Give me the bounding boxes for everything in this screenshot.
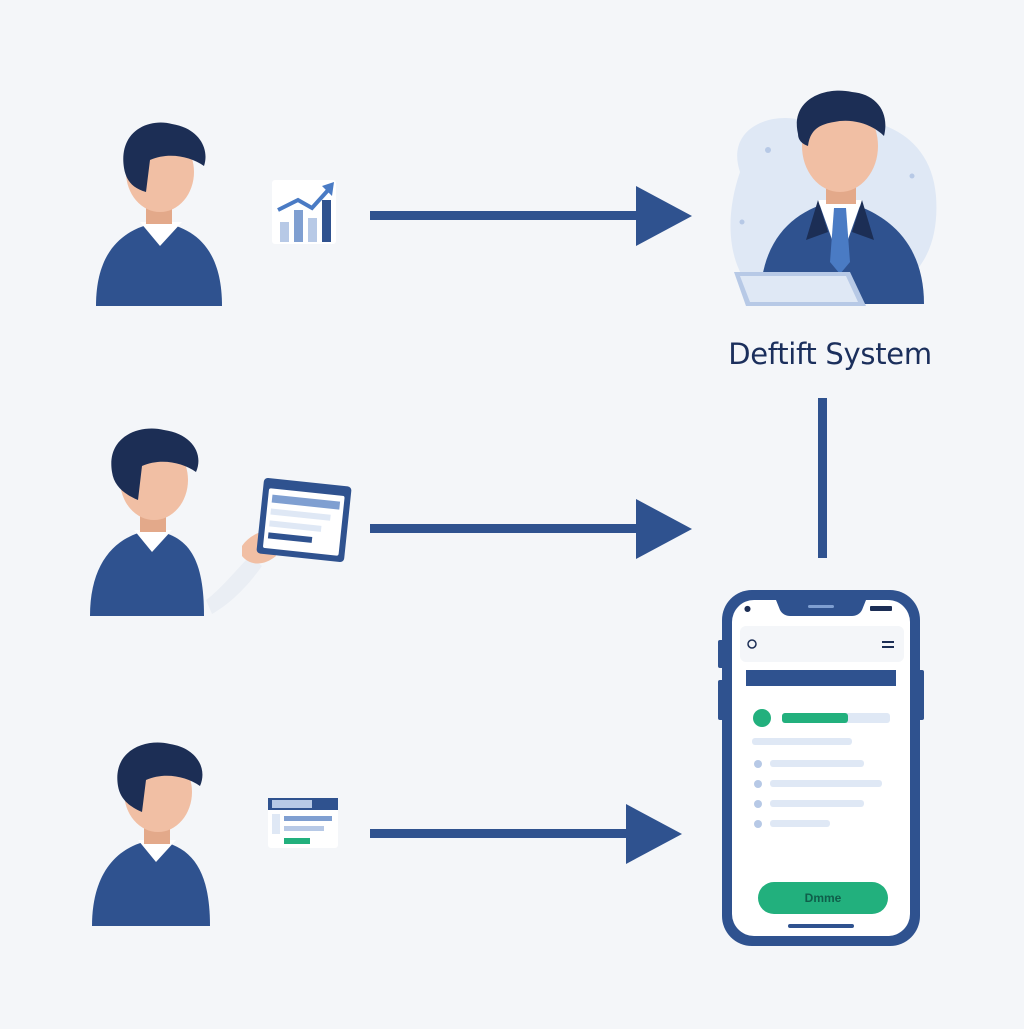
connector-line	[818, 398, 827, 558]
system-label: Deftift System	[728, 337, 932, 371]
document-card-icon	[268, 798, 338, 848]
phone-button-label: Dmme	[804, 891, 842, 905]
phone-action-button[interactable]	[758, 882, 888, 914]
arrow-1	[370, 186, 692, 246]
bar-chart-icon	[272, 180, 336, 244]
svg-text:●: ●	[744, 604, 751, 613]
user-figure-1	[96, 122, 222, 306]
businessman-figure	[730, 90, 937, 304]
arrow-3	[370, 804, 682, 864]
arrow-2	[370, 499, 692, 559]
user-figure-2	[90, 428, 284, 616]
laptop-icon	[734, 272, 866, 306]
user-figure-3	[92, 742, 210, 926]
smartphone-icon: ●	[718, 590, 924, 946]
tablet-form-icon	[256, 478, 352, 562]
